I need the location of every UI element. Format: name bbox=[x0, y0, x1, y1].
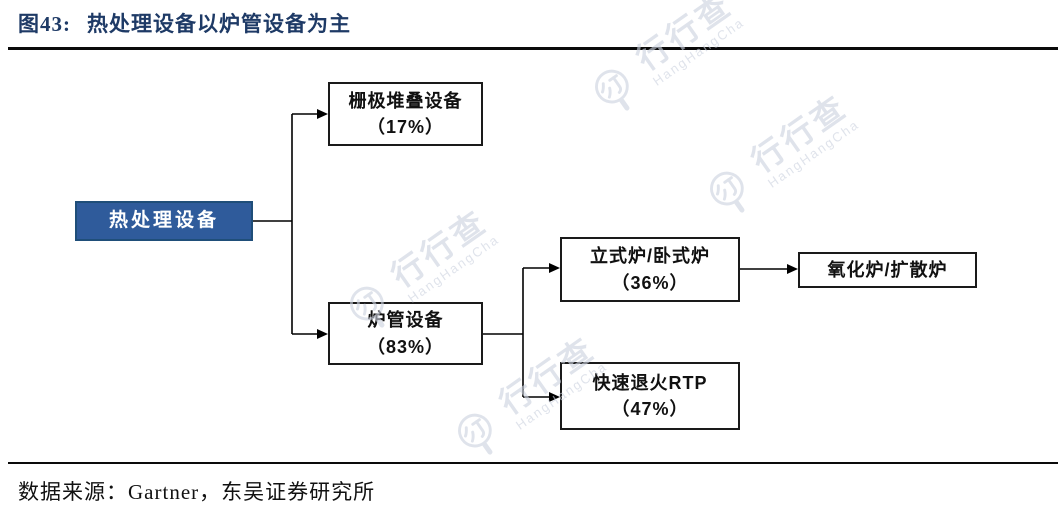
data-source-text: 数据来源：Gartner，东吴证券研究所 bbox=[18, 480, 376, 504]
node-vertical-horizontal-furnace: 立式炉/卧式炉 （36%） bbox=[560, 237, 740, 302]
node-share: （36%） bbox=[611, 272, 689, 293]
node-furnace-tube: 炉管设备 （83%） bbox=[328, 302, 483, 365]
node-label: 热处理设备 bbox=[108, 210, 219, 232]
figure-title-text: 热处理设备以炉管设备为主 bbox=[87, 12, 351, 36]
node-label: 炉管设备 bbox=[367, 310, 444, 331]
node-gate-stack: 栅极堆叠设备 （17%） bbox=[328, 82, 483, 146]
node-oxidation-diffusion: 氧化炉/扩散炉 bbox=[798, 252, 977, 288]
node-share: （47%） bbox=[611, 399, 689, 419]
node-heat-treatment-root: 热处理设备 bbox=[75, 201, 253, 241]
node-rtp: 快速退火RTP （47%） bbox=[560, 362, 740, 430]
top-rule bbox=[8, 47, 1058, 50]
node-share: （83%） bbox=[366, 336, 445, 357]
node-label: 栅极堆叠设备 bbox=[348, 90, 463, 111]
node-label: 氧化炉/扩散炉 bbox=[827, 259, 948, 280]
node-label: 立式炉/卧式炉 bbox=[589, 246, 710, 267]
figure-number: 图43: bbox=[18, 12, 71, 36]
bottom-rule bbox=[8, 462, 1058, 464]
node-label: 快速退火RTP bbox=[592, 372, 708, 393]
figure-title: 图43: 热处理设备以炉管设备为主 bbox=[18, 8, 351, 38]
arrowheads bbox=[317, 109, 798, 402]
node-share: （17%） bbox=[366, 117, 445, 137]
